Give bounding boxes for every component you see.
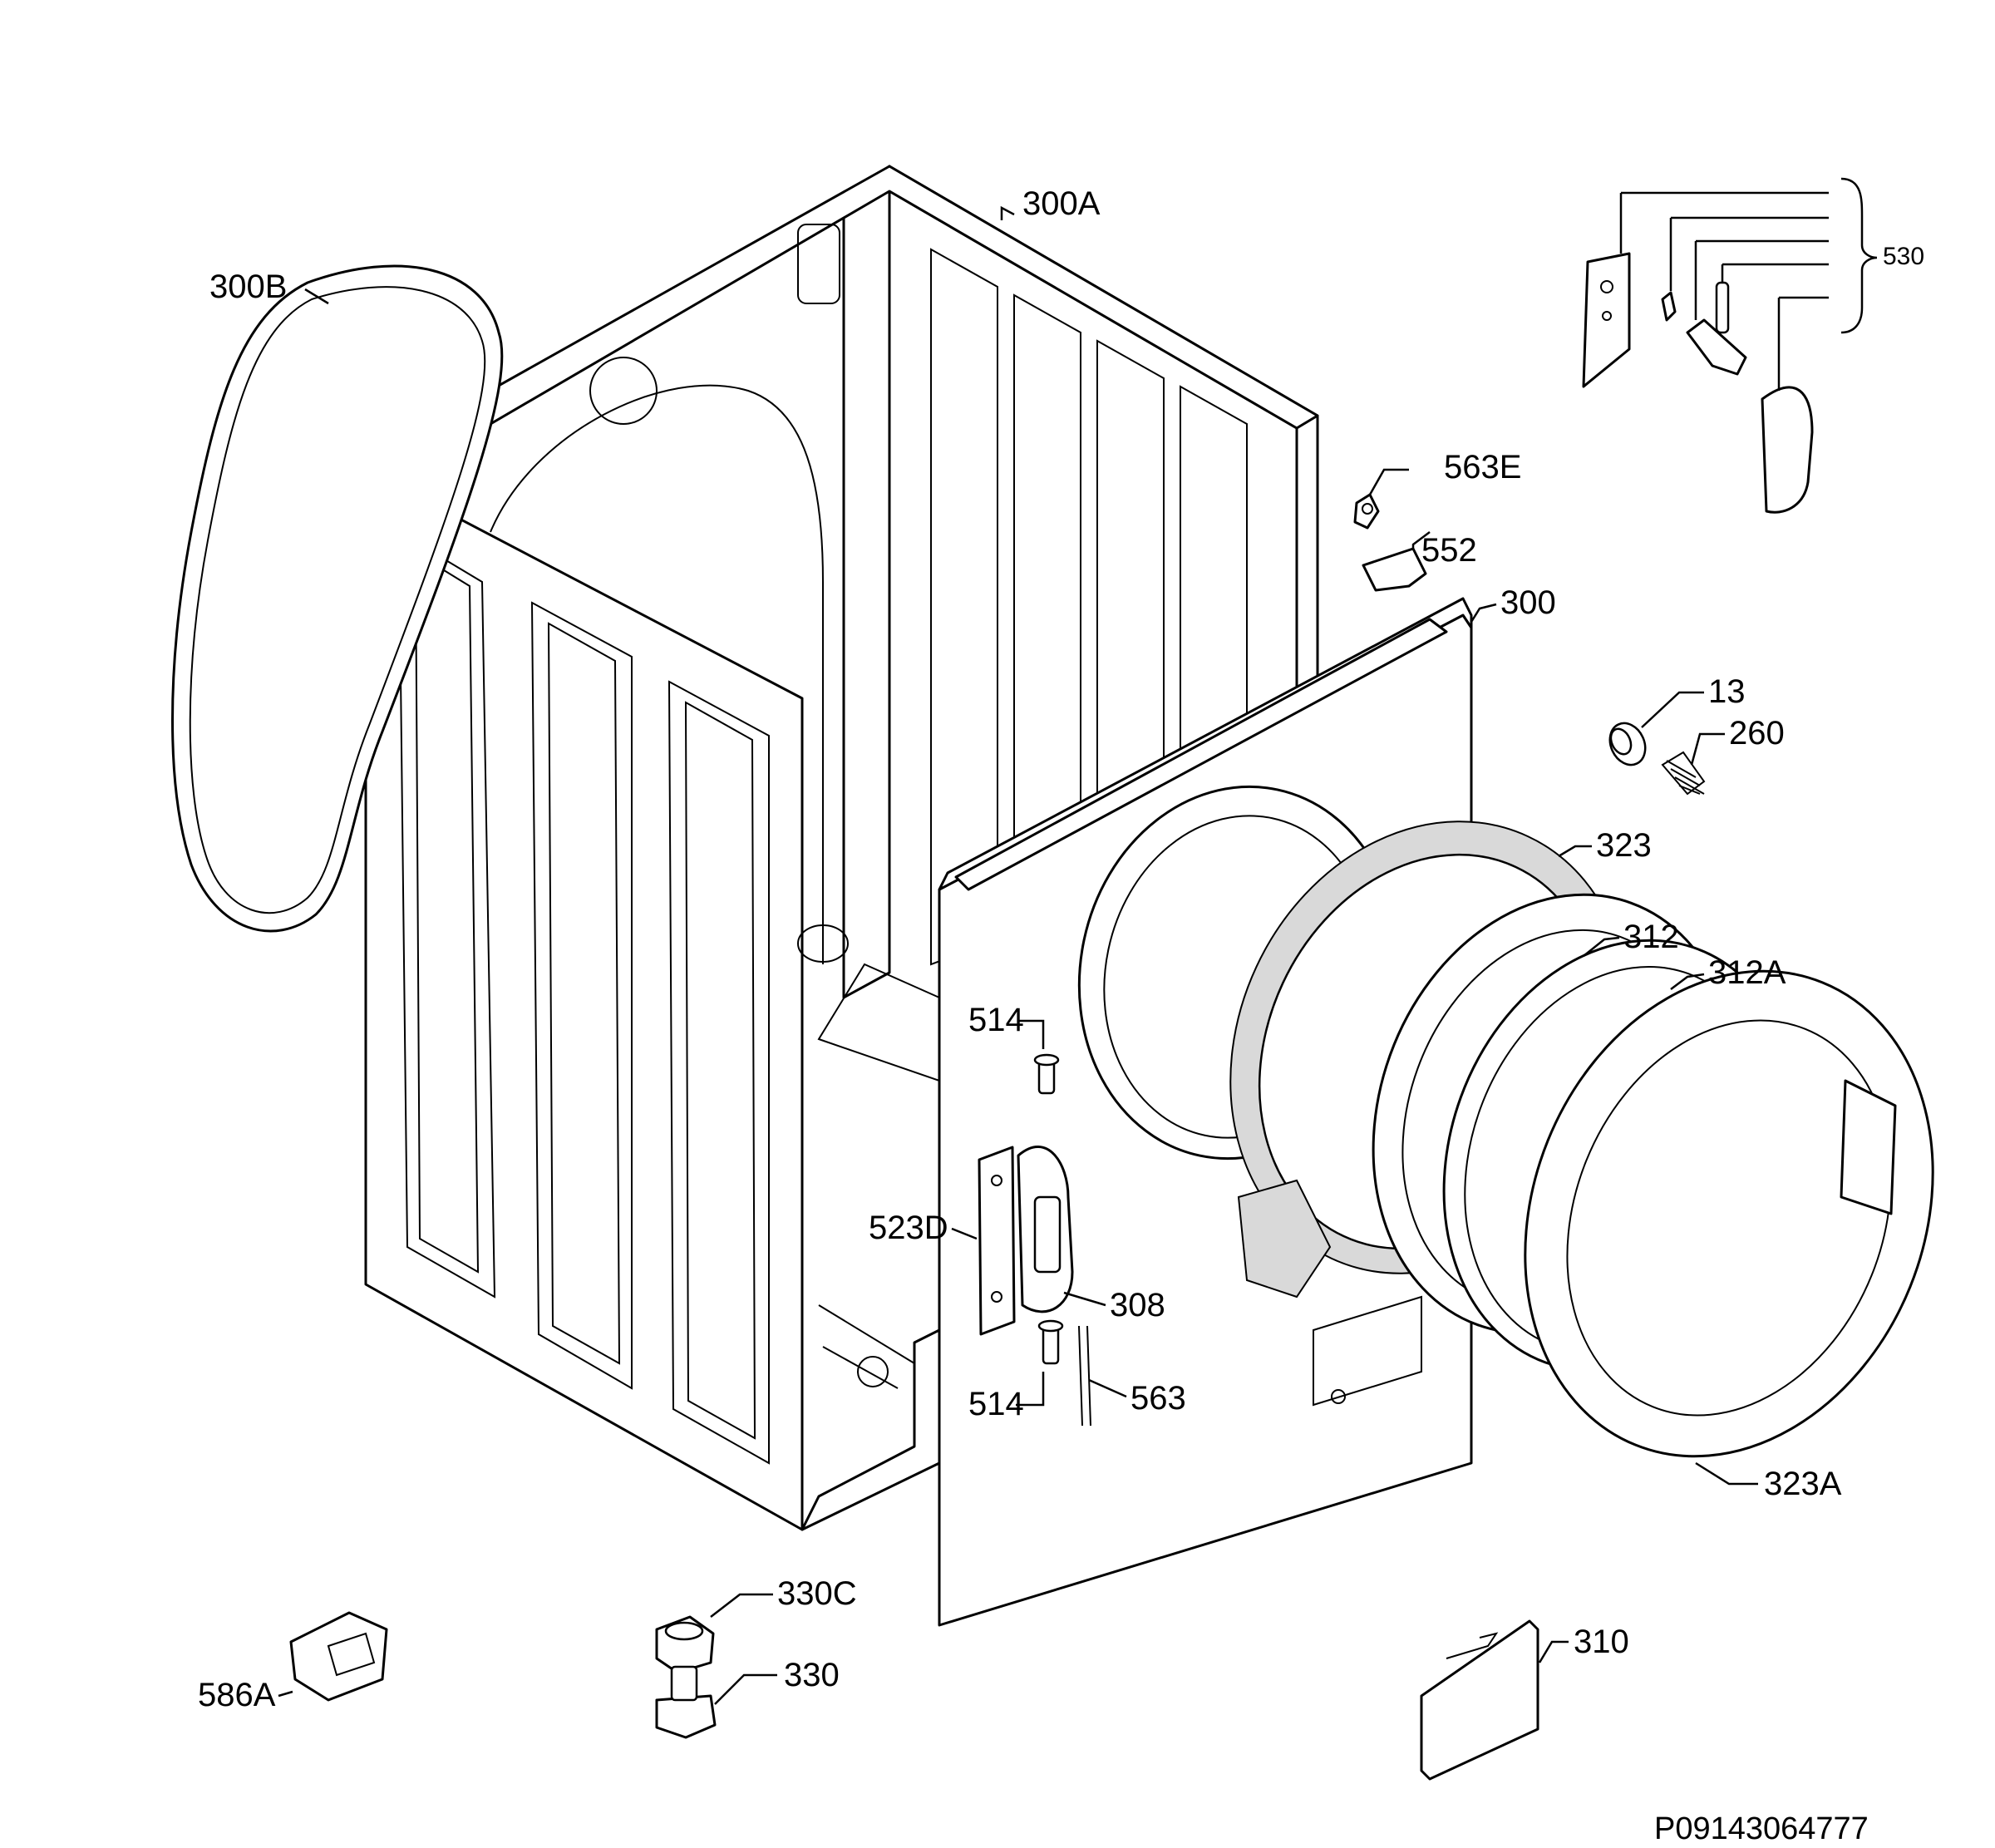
label-552: 552 — [1421, 532, 1477, 569]
label-523D: 523D — [869, 1210, 948, 1246]
hinge-523D — [978, 1146, 1016, 1336]
label-260: 260 — [1729, 715, 1785, 752]
rear-gasket-300B — [171, 264, 504, 933]
label-330: 330 — [784, 1657, 840, 1693]
label-330C: 330C — [777, 1575, 857, 1612]
label-308: 308 — [1110, 1287, 1165, 1323]
hinge-pin-563 — [1078, 1325, 1091, 1427]
latch-552 — [1362, 547, 1427, 592]
hinge-plate-308 — [1017, 1146, 1074, 1313]
filter-cover-310 — [1420, 1619, 1539, 1781]
label-300A: 300A — [1022, 185, 1101, 222]
spring-260 — [1661, 751, 1706, 796]
label-312A: 312A — [1708, 954, 1786, 991]
label-514-top: 514 — [968, 1002, 1024, 1038]
nut-330C — [655, 1615, 715, 1674]
label-323: 323 — [1596, 827, 1652, 864]
label-323A: 323A — [1764, 1466, 1842, 1502]
screw-514-bottom — [1037, 1319, 1064, 1365]
label-586A: 586A — [198, 1677, 276, 1713]
connector-586A — [289, 1611, 388, 1702]
label-310: 310 — [1574, 1624, 1629, 1660]
lock-part-563E — [1353, 493, 1380, 530]
drawing-code: P09143064777 — [1654, 1811, 1869, 1846]
label-312: 312 — [1623, 919, 1679, 955]
part-labels: 300A 300B 530 563E 552 300 13 260 323 31… — [198, 185, 1924, 1846]
bush-13 — [1608, 722, 1647, 766]
label-563E: 563E — [1444, 449, 1521, 485]
label-300B: 300B — [209, 269, 287, 305]
label-514-bottom: 514 — [968, 1386, 1024, 1422]
label-13: 13 — [1708, 673, 1746, 710]
door-outer-ring-323A — [1524, 969, 1934, 1458]
handle-assembly-530 — [1582, 177, 1878, 514]
label-563: 563 — [1130, 1380, 1186, 1417]
screw-514-top — [1033, 1053, 1060, 1095]
label-530: 530 — [1883, 243, 1924, 270]
foot-330 — [655, 1665, 717, 1739]
leader-lines — [278, 205, 1758, 1705]
label-300: 300 — [1500, 584, 1556, 621]
